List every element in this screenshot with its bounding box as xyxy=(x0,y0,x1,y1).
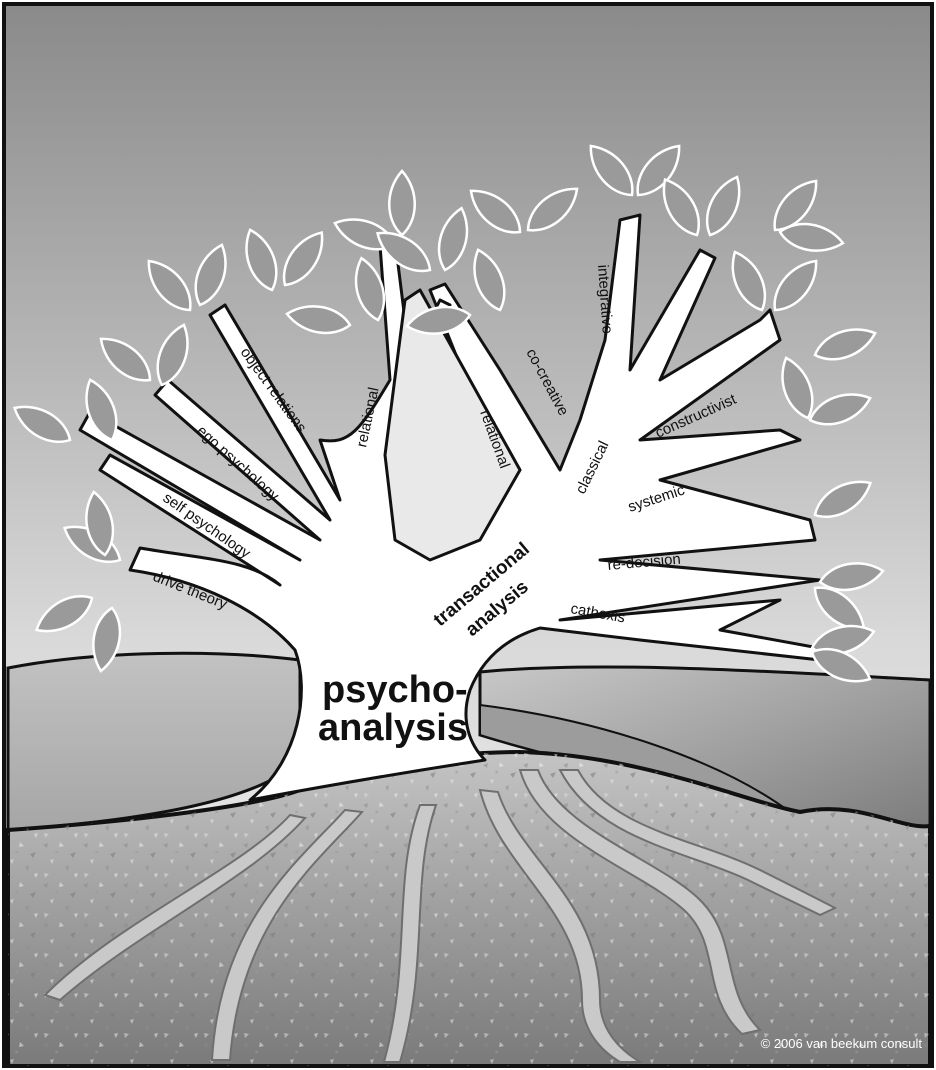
trunk-label-line1: psycho- xyxy=(322,669,468,711)
copyright: © 2006 van beekum consult xyxy=(761,1036,923,1051)
trunk-label-line2: analysis xyxy=(318,707,468,749)
